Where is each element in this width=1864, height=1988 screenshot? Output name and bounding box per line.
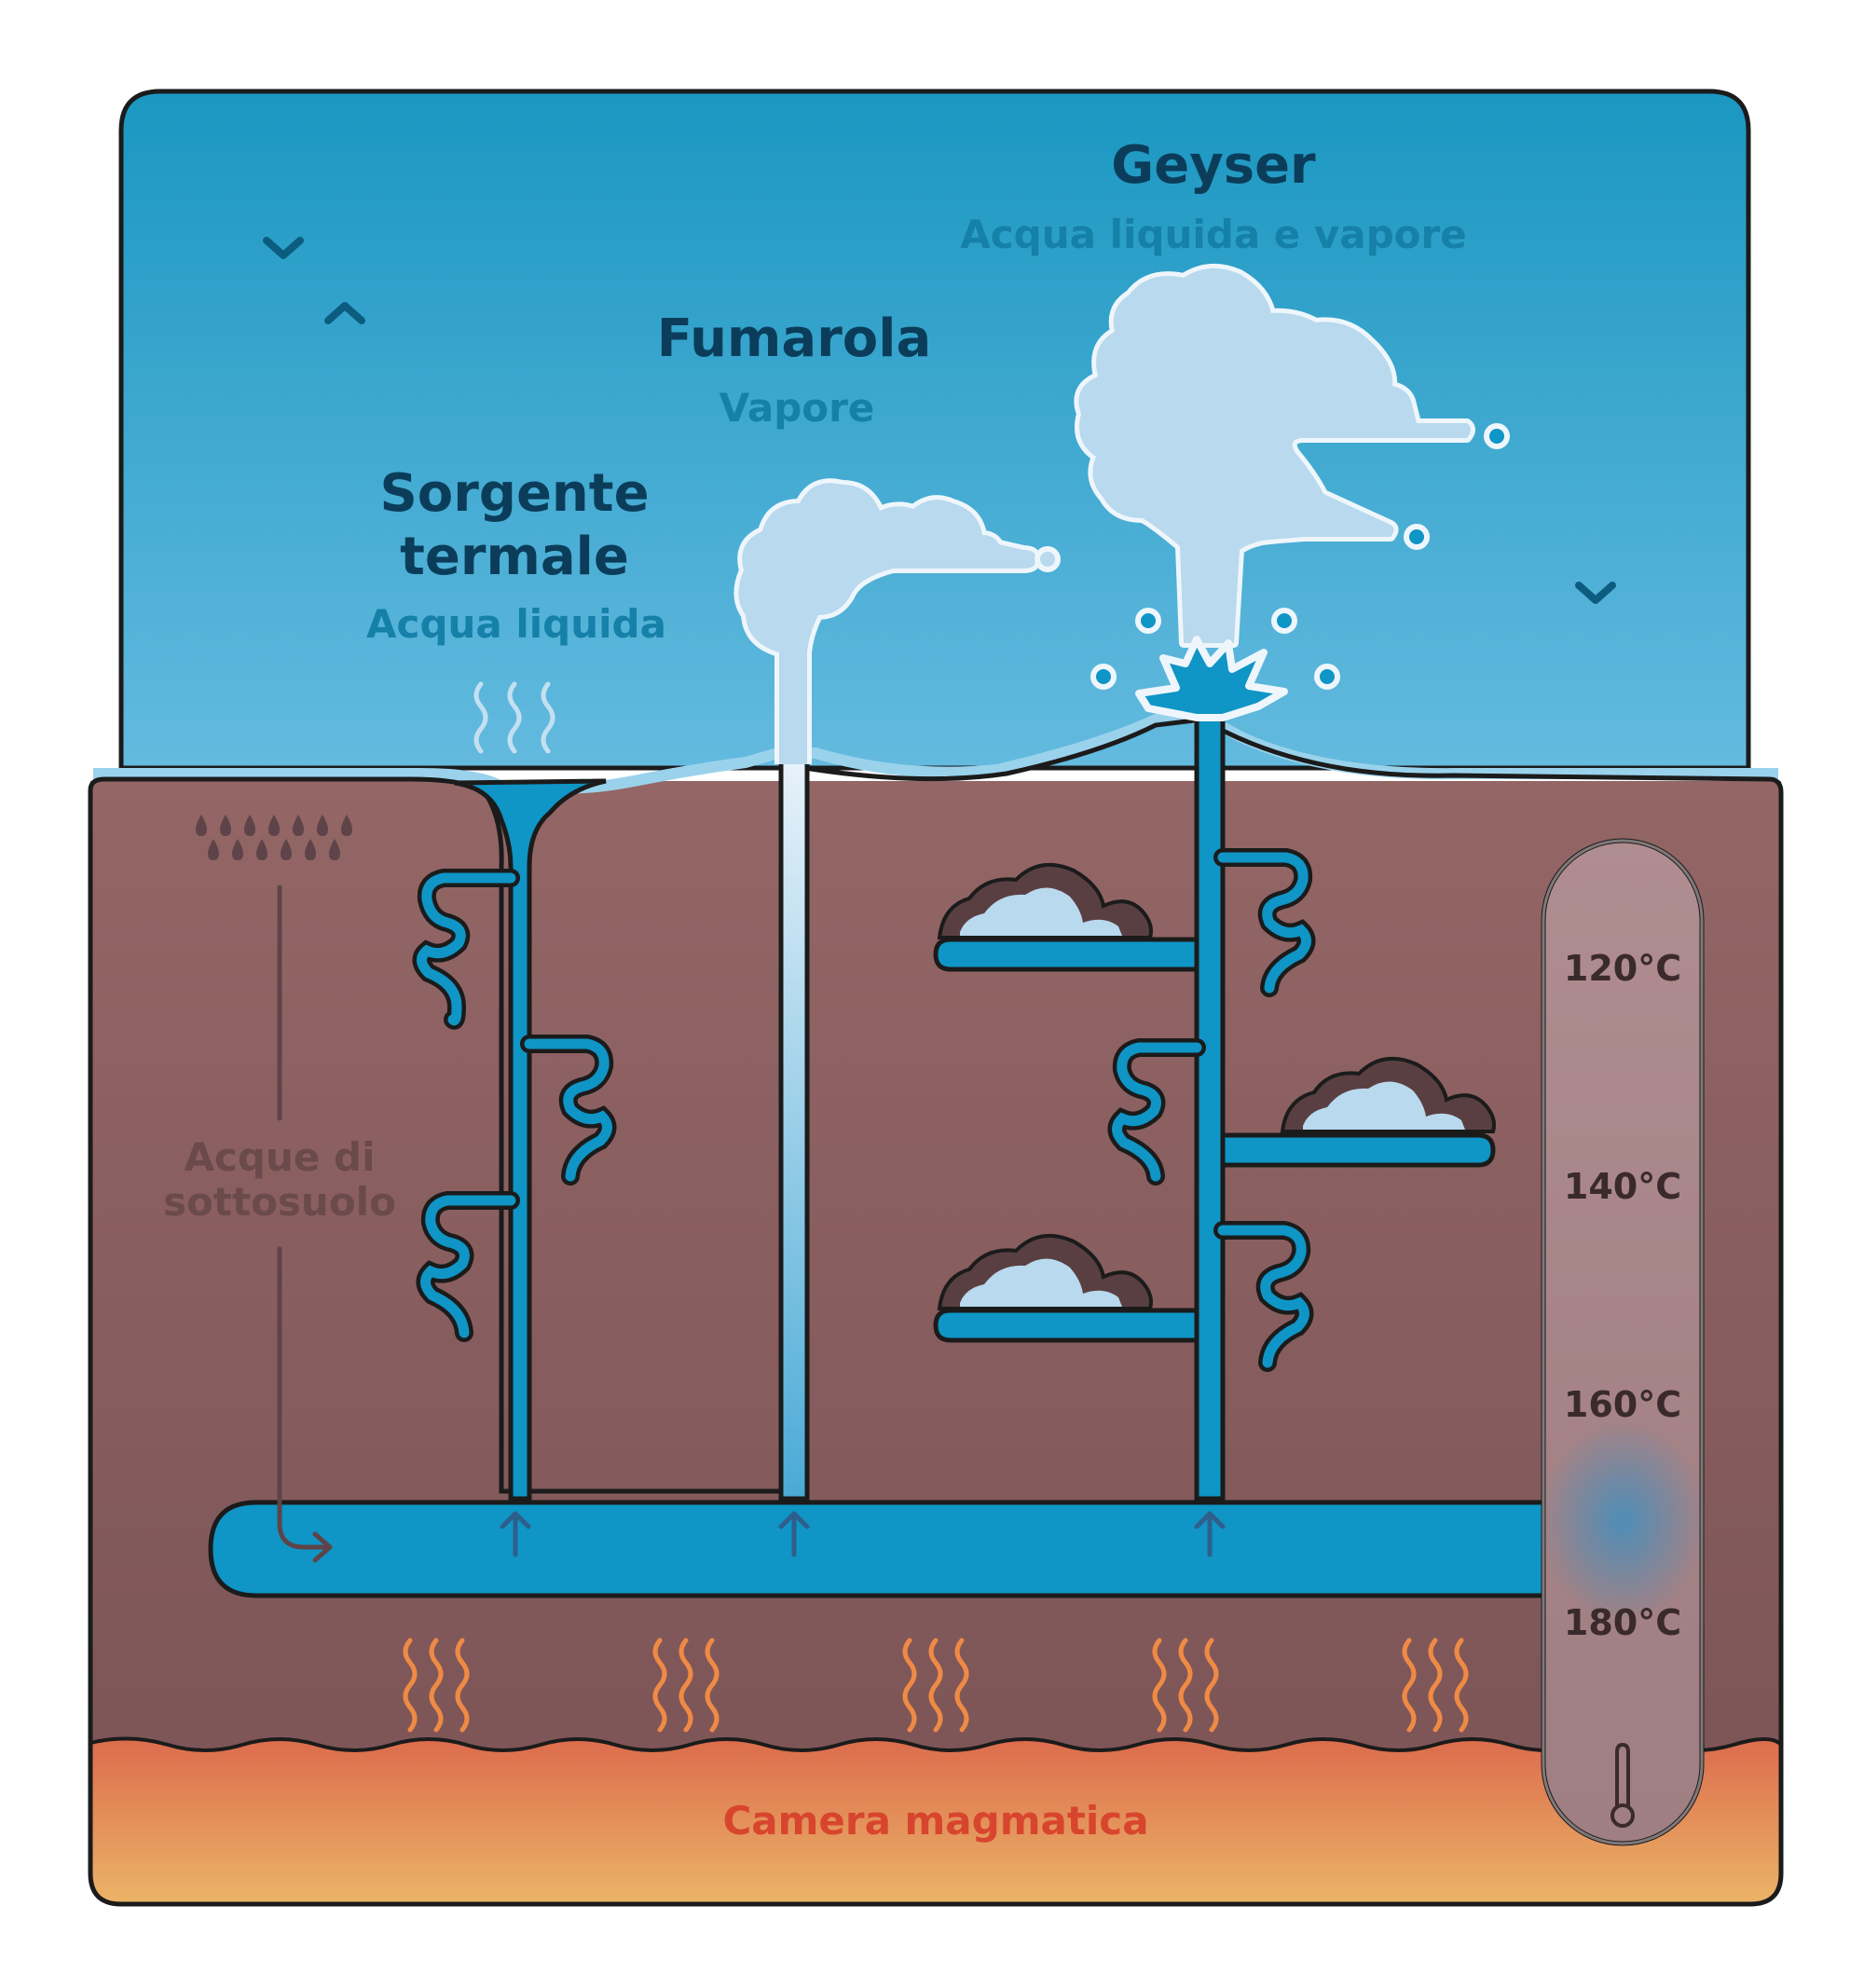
fumarole-title: Fumarola (657, 308, 932, 369)
temp-tick-160: 160°C (1564, 1384, 1681, 1425)
fumarole-conduit (778, 758, 810, 1501)
hot-spring-subtitle: Acqua liquida (366, 601, 666, 647)
rain-icon (196, 815, 352, 860)
heat-wave-icon (403, 1638, 470, 1733)
groundwater-label-line1: Acque di (185, 1134, 376, 1180)
magma-chamber-label: Camera magmatica (722, 1798, 1148, 1844)
temp-tick-120: 120°C (1564, 948, 1681, 989)
geyser-subtitle: Acqua liquida e vapore (960, 212, 1466, 257)
geyser-title: Geyser (1111, 135, 1316, 196)
air-flow-chevrons (263, 237, 1616, 604)
thermometer-scale: 120°C 140°C 160°C 180°C (1539, 838, 1706, 1846)
hot-spring-title-line2: termale (400, 527, 629, 587)
temp-tick-140: 140°C (1564, 1166, 1681, 1207)
arrow-up-icon (778, 1511, 810, 1557)
heat-wave-icon (902, 1638, 969, 1733)
arrow-up-icon (500, 1511, 531, 1557)
steam-chamber (933, 937, 1199, 972)
chevron-up-icon (324, 302, 365, 324)
hot-spring-steam-icon (473, 681, 555, 754)
heat-wave-icon (1152, 1638, 1219, 1733)
steam-chamber (1220, 1132, 1496, 1168)
heat-wave-icon (1402, 1638, 1469, 1733)
heat-wave-icon (652, 1638, 720, 1733)
upflow-arrows (500, 1511, 1226, 1557)
magma-chamber (90, 1736, 1781, 1904)
arrow-right-icon (312, 1531, 333, 1563)
heat-waves (403, 1638, 1469, 1733)
geyser-system (933, 715, 1496, 1501)
ground-section (90, 781, 1781, 1904)
groundwater-label-line2: sottosuolo (163, 1179, 396, 1225)
groundwater-flow (277, 884, 333, 1563)
fumarole-steam-cloud (733, 478, 1061, 764)
geyser-eruption (1074, 263, 1510, 721)
hot-spring-title-line1: Sorgente (379, 463, 649, 524)
steam-chamber (933, 1308, 1199, 1343)
sky-panel (118, 89, 1751, 771)
chevron-down-icon (263, 237, 304, 259)
hot-spring-conduit (412, 778, 617, 1501)
chevron-down-icon (1575, 582, 1616, 604)
thermometer-icon (1610, 1742, 1635, 1828)
temp-tick-180: 180°C (1564, 1602, 1681, 1643)
fumarole-subtitle: Vapore (720, 385, 875, 431)
groundwater-reservoir (208, 1500, 1565, 1598)
arrow-up-icon (1194, 1511, 1226, 1557)
